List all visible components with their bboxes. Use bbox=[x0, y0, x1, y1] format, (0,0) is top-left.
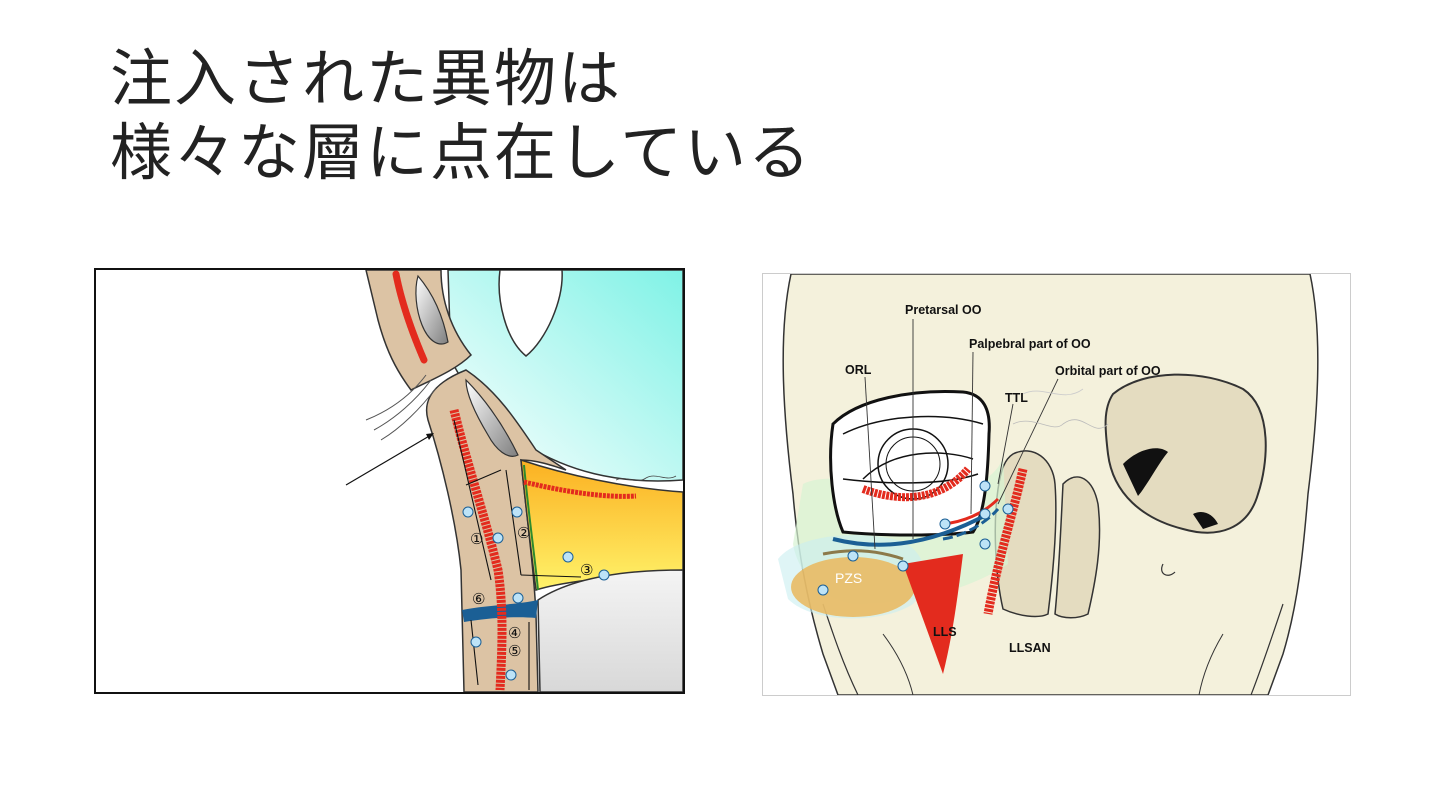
label-ttl: TTL bbox=[1005, 391, 1028, 405]
pretarsal-muscle bbox=[861, 466, 972, 502]
frontal-skull-svg: Pretarsal OO Palpebral part of OO Orbita… bbox=[778, 274, 1319, 695]
marker-6: ⑥ bbox=[472, 590, 485, 608]
lls-muscle bbox=[903, 554, 963, 674]
orbicularis-muscle bbox=[449, 408, 507, 691]
ttl-ligament bbox=[942, 508, 1000, 541]
right-orbit bbox=[1104, 373, 1267, 534]
upper-eyelid bbox=[365, 270, 473, 391]
slide-title: 注入された異物は 様々な層に点在している bbox=[110, 42, 812, 190]
maxilla-bone bbox=[537, 569, 683, 692]
label-llsan: LLSAN bbox=[1009, 641, 1051, 655]
frontal-skull-diagram: Pretarsal OO Palpebral part of OO Orbita… bbox=[762, 273, 1351, 696]
retaining-ligament bbox=[462, 600, 538, 622]
label-lls: LLS bbox=[933, 625, 957, 639]
marker-1: ① bbox=[470, 530, 483, 548]
upper-eyelid-cavity bbox=[415, 274, 449, 345]
orl-ligament bbox=[832, 512, 989, 547]
sagittal-section-svg: ① ② ③ ④ ⑤ ⑥ bbox=[345, 270, 683, 692]
label-orbital-oo: Orbital part of OO bbox=[1055, 364, 1161, 378]
orbital-oo-muscle bbox=[983, 468, 1028, 615]
marker-4: ④ bbox=[508, 624, 521, 642]
pzs-region bbox=[791, 557, 915, 617]
label-pzs: PZS bbox=[835, 570, 862, 586]
lower-eyelid-cavity bbox=[465, 378, 519, 457]
marker-3: ③ bbox=[580, 561, 593, 579]
marker-5: ⑤ bbox=[508, 642, 521, 660]
slide-title-line-2: 様々な層に点在している bbox=[110, 116, 813, 189]
label-palpebral-oo: Palpebral part of OO bbox=[969, 337, 1091, 351]
label-orl: ORL bbox=[845, 363, 872, 377]
marker-2: ② bbox=[517, 524, 530, 542]
slide-title-line-1: 注入された異物は bbox=[110, 42, 623, 115]
label-pretarsal-oo: Pretarsal OO bbox=[905, 303, 982, 317]
nasal-bone-right bbox=[1054, 476, 1101, 619]
sagittal-section-diagram: ① ② ③ ④ ⑤ ⑥ bbox=[94, 268, 685, 694]
upper-lid-muscle bbox=[392, 270, 428, 364]
fat-top-muscle bbox=[523, 479, 637, 499]
globe-highlight bbox=[498, 270, 563, 357]
